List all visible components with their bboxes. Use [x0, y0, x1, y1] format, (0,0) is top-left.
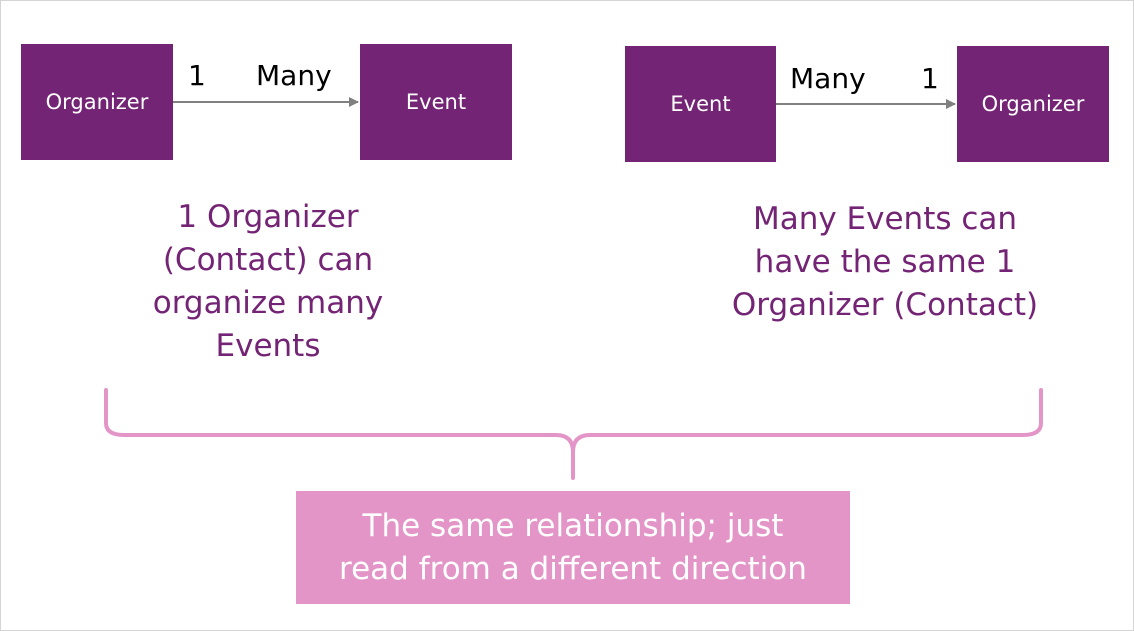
conclusion-line: The same relationship; just — [362, 507, 784, 544]
curly-brace — [104, 388, 1043, 480]
left-organizer-label: Organizer — [45, 90, 149, 114]
right-event-label: Event — [670, 92, 731, 116]
left-event-entity: Event — [360, 44, 512, 160]
conclusion-callout: The same relationship; just read from a … — [296, 491, 850, 604]
right-organizer-label: Organizer — [981, 92, 1085, 116]
left-organizer-entity: Organizer — [21, 44, 173, 160]
right-caption-line: have the same 1 — [754, 244, 1016, 280]
right-target-cardinality: 1 — [921, 62, 939, 95]
right-source-cardinality: Many — [790, 62, 866, 95]
left-caption-line: (Contact) can — [162, 242, 374, 278]
right-caption: Many Events can have the same 1 Organize… — [715, 198, 1055, 327]
left-source-cardinality: 1 — [188, 59, 206, 92]
right-caption-line: Organizer (Contact) — [731, 287, 1039, 323]
conclusion-line: read from a different direction — [339, 550, 807, 587]
left-target-cardinality: Many — [256, 59, 332, 92]
left-event-label: Event — [405, 90, 467, 114]
right-organizer-entity: Organizer — [957, 46, 1109, 162]
left-caption: 1 Organizer (Contact) can organize many … — [138, 196, 398, 368]
left-caption-line: 1 Organizer — [177, 199, 359, 235]
right-event-entity: Event — [625, 46, 776, 162]
left-caption-line: Events — [215, 328, 321, 364]
right-caption-line: Many Events can — [752, 201, 1018, 237]
left-caption-line: organize many — [152, 285, 384, 321]
